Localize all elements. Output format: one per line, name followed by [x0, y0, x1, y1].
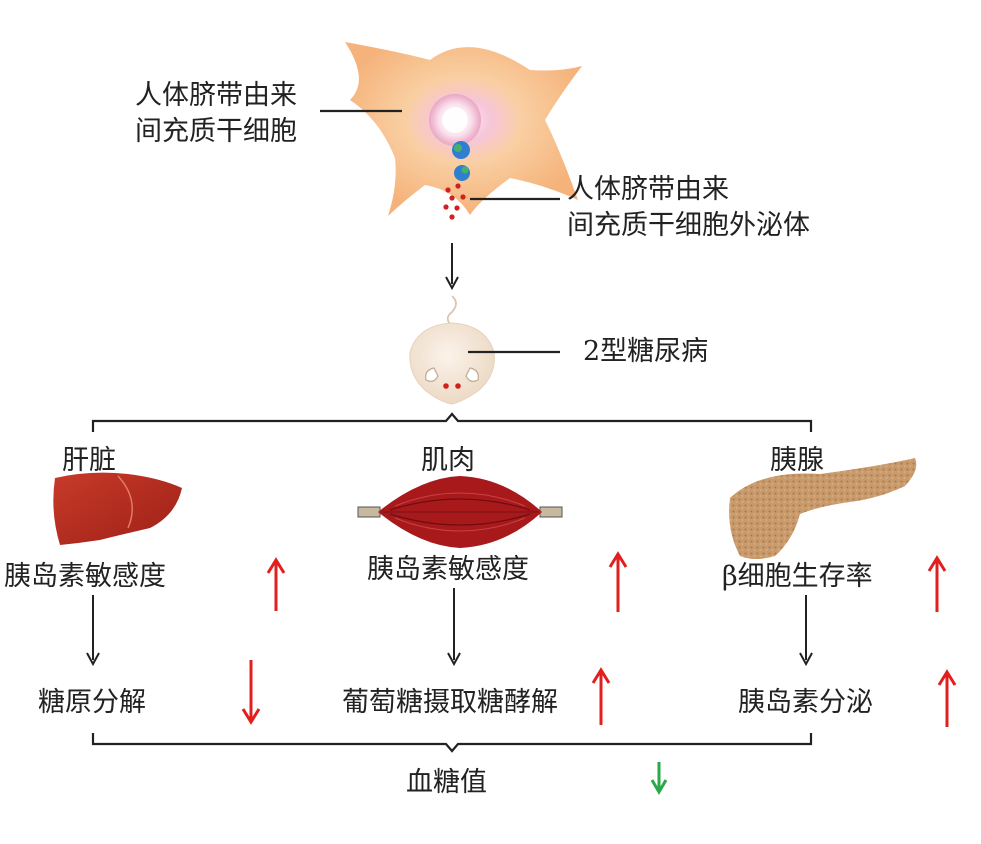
- exosome-icon: [443, 141, 470, 220]
- label-disease: 2型糖尿病: [583, 336, 709, 367]
- label-muscle: 肌肉: [421, 445, 475, 476]
- flow-arrow: [445, 243, 459, 291]
- bottom-bracket: [91, 733, 813, 753]
- muscle-icon: [357, 476, 563, 548]
- liver-icon: [53, 472, 183, 545]
- pancreas-icon: [729, 458, 917, 559]
- mouse-icon: [409, 295, 495, 405]
- label-liver-effect: 胰岛素敏感度: [4, 561, 166, 592]
- label-muscle-outcome: 葡萄糖摄取糖酵解: [342, 687, 558, 718]
- top-bracket: [91, 412, 813, 432]
- trend-arrow-pancreas-effect: [927, 555, 947, 612]
- trend-arrow-liver-effect: [266, 557, 286, 611]
- trend-arrow-muscle-effect: [608, 551, 628, 612]
- label-pancreas-effect: β细胞生存率: [722, 561, 873, 592]
- label-pancreas: 胰腺: [770, 445, 824, 476]
- label-liver: 肝脏: [62, 445, 116, 476]
- stem-cell-icon: [345, 42, 582, 216]
- label-final: 血糖值: [406, 767, 487, 798]
- label-liver-outcome: 糖原分解: [38, 687, 146, 718]
- trend-arrow-final: [650, 762, 668, 795]
- label-pancreas-outcome: 胰岛素分泌: [738, 687, 873, 718]
- label-muscle-effect: 胰岛素敏感度: [367, 554, 529, 585]
- label-msc: 人体脐带由来 间充质干细胞: [135, 80, 297, 147]
- flow-arrow: [86, 588, 813, 667]
- trend-arrow-pancreas-outcome: [937, 669, 957, 727]
- trend-arrow-liver-outcome: [241, 660, 261, 725]
- label-exosome: 人体脐带由来 间充质干细胞外泌体: [567, 174, 810, 241]
- trend-arrow-muscle-outcome: [591, 667, 611, 725]
